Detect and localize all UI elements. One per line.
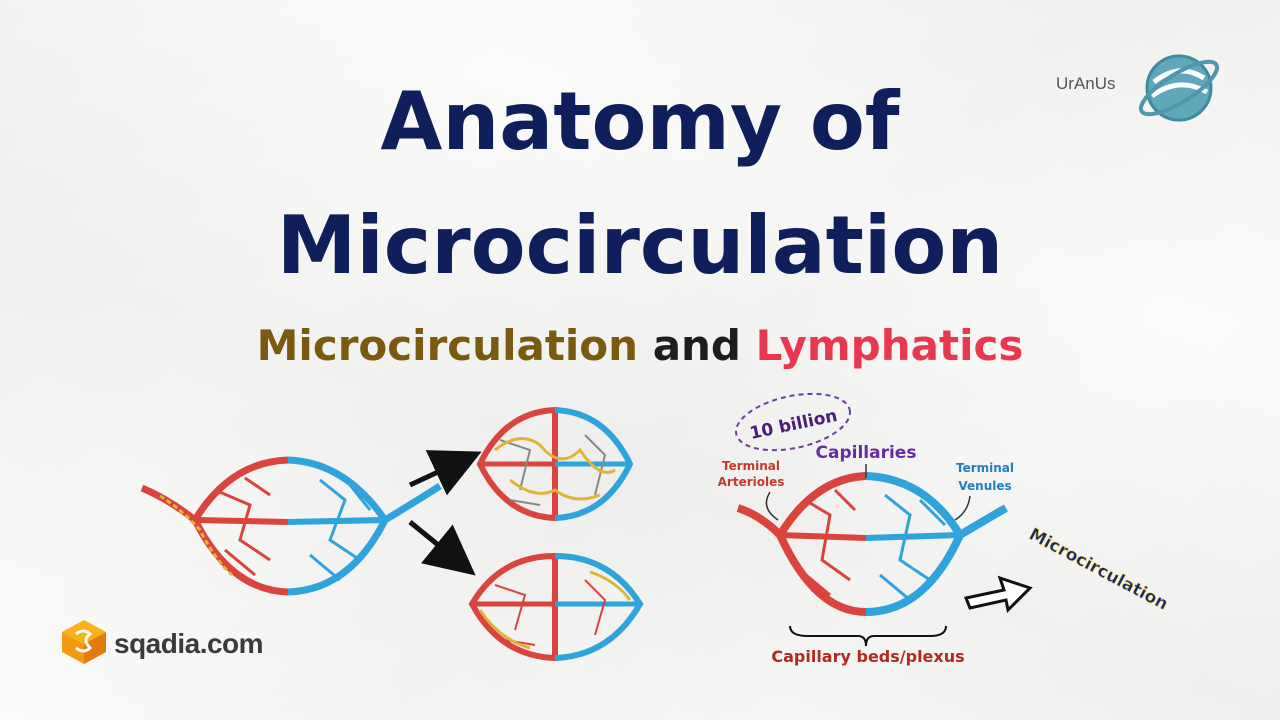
capillary-bed-top (476, 406, 634, 522)
capillary-bed-labeled (736, 472, 1008, 616)
microcirculation-label: Microcirculation (1025, 525, 1171, 615)
sqadia-website: sqadia.com (114, 628, 264, 659)
subtitle-microcirculation: Microcirculation (256, 321, 639, 370)
subtitle-and: and (652, 321, 741, 370)
count-bubble (735, 392, 851, 452)
arrow-up (408, 450, 482, 496)
arrow-down (408, 520, 476, 576)
capillary-beds-brace (789, 625, 947, 647)
terminal-venules-label-1: Terminal (956, 461, 1014, 475)
terminal-venules-label-2: Venules (958, 479, 1011, 493)
curved-arrow-icon (963, 575, 1033, 614)
subtitle: Microcirculation and Lymphatics (0, 318, 1280, 374)
uranus-planet-logo (1138, 54, 1220, 122)
sqadia-logo-icon (62, 620, 106, 664)
capillary-bed-left (140, 456, 442, 596)
page-title-line1: Anatomy of (380, 75, 900, 168)
capillary-bed-bottom (468, 552, 644, 662)
terminal-arterioles-label-1: Terminal (722, 459, 780, 473)
terminal-arterioles-label-2: Arterioles (718, 475, 785, 489)
uranus-brand-name: UrAnUs (1056, 74, 1116, 93)
capillaries-label: Capillaries (816, 443, 917, 463)
capillary-beds-label: Capillary beds/plexus (771, 647, 964, 666)
page-title-line2: Microcirculation (276, 199, 1004, 292)
subtitle-lymphatics: Lymphatics (755, 321, 1024, 370)
